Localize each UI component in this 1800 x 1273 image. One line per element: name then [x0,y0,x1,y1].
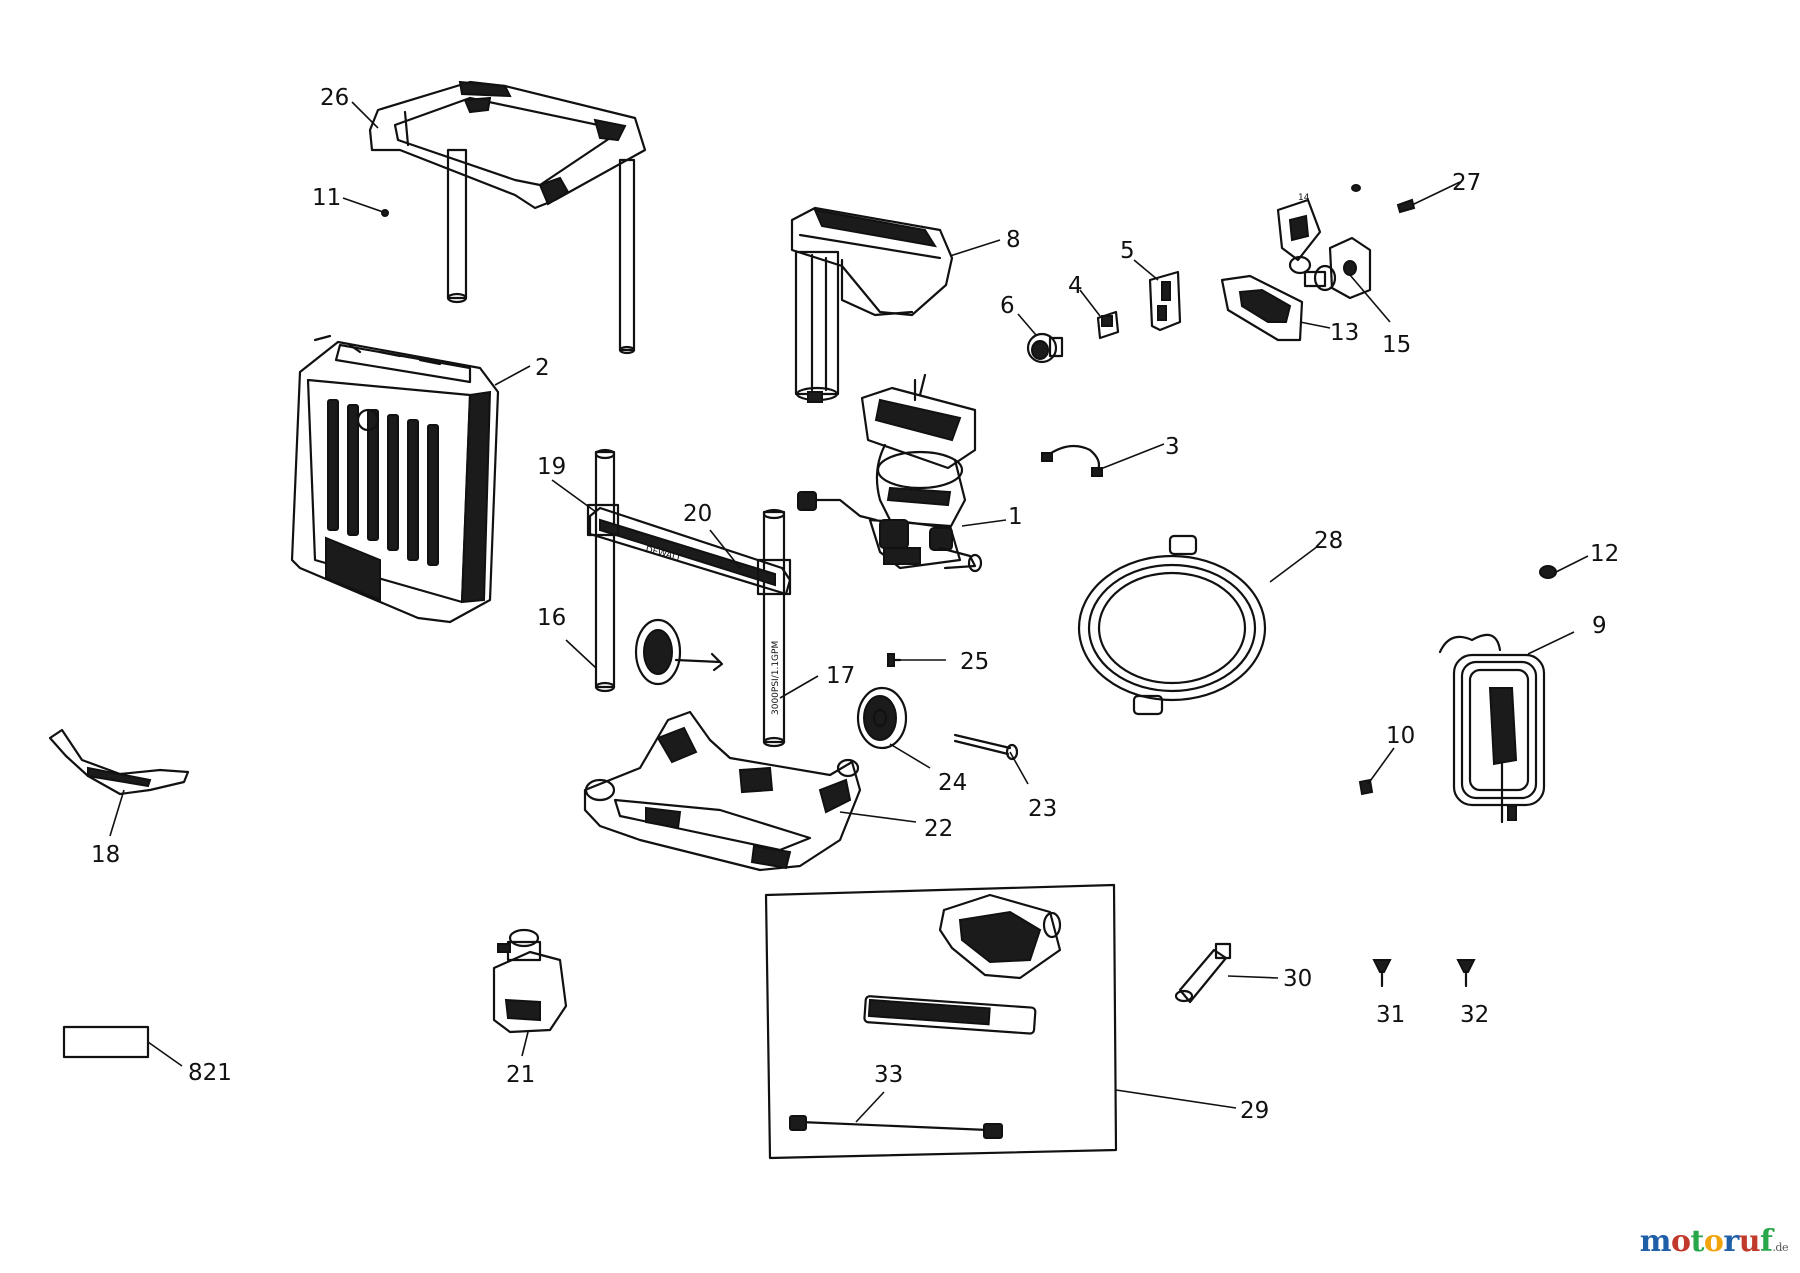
part-29-spray-gun-kit [764,883,1118,1160]
part-30-turbo-nozzle [1174,942,1232,1004]
part-32-nozzle-tip [1456,959,1476,988]
part-821-label [62,1025,150,1059]
part-31-nozzle-tip [1372,959,1392,988]
callout-4: 4 [1068,273,1083,299]
part-17-right-tube [762,508,786,748]
part-23-axle [953,733,1019,761]
part-27-pin [1396,198,1416,214]
callout-11: 11 [312,185,341,211]
callout-2: 2 [535,355,550,381]
callout-8: 8 [1006,227,1021,253]
part-8-control-box [790,206,954,403]
callout-29: 29 [1240,1098,1269,1124]
spray-gun [938,893,1062,980]
callout-1: 1 [1008,504,1023,530]
watermark-suffix: .de [1772,1241,1788,1254]
part-16-left-tube [594,448,616,693]
part-21-detergent-bottle [492,928,568,1034]
leader-lines [109,101,1589,1123]
part-1-pump-motor [797,373,983,573]
part-12-screw [1539,565,1557,579]
callout-5: 5 [1120,238,1135,264]
callout-18: 18 [91,842,120,868]
watermark-letter-r: r [1723,1224,1739,1259]
callout-20: 20 [683,501,712,527]
part-13-handle [1220,274,1304,342]
callout-17: 17 [826,663,855,689]
callout-12: 12 [1590,541,1619,567]
part-9-power-cord [1438,633,1546,824]
callout-33: 33 [874,1062,903,1088]
part-5-bracket [1148,270,1182,332]
watermark-letter-m: m [1639,1224,1672,1259]
part-18-bracket [48,728,190,796]
callout-16: 16 [537,605,566,631]
part-26-handle-frame [368,80,647,355]
watermark-letter-f: f [1760,1224,1773,1259]
part-small-screw [1351,184,1361,192]
callout-10: 10 [1386,723,1415,749]
watermark-letter-o2: o [1703,1224,1724,1259]
part-3-short-hose [1041,444,1103,477]
callout-6: 6 [1000,293,1015,319]
part-22-base-frame [583,710,862,872]
callout-27: 27 [1452,170,1481,196]
callout-21: 21 [506,1062,535,1088]
part-28-hose [1077,534,1267,716]
watermark-logo: motoruf.de [1639,1224,1789,1259]
callout-28: 28 [1314,528,1343,554]
part-wand [863,995,1037,1035]
callout-9: 9 [1592,613,1607,639]
callout-13: 13 [1330,320,1359,346]
rating-label-tube: 3000PSI/1.1GPM [771,641,781,715]
callout-numbers: 26 11 2 8 6 4 5 14 27 13 15 3 1 28 12 9 … [91,85,1619,1124]
part-left-wheel [634,618,724,686]
callout-14: 14 [1298,193,1310,203]
part-14-cap [1276,198,1322,275]
part-2-housing [290,334,500,624]
callout-24: 24 [938,770,967,796]
part-11-screw [381,209,389,217]
callout-821: 821 [188,1060,232,1086]
part-4-switch [1096,310,1120,340]
part-25-clip [886,653,902,667]
watermark-letter-t: t [1690,1224,1705,1259]
callout-15: 15 [1382,332,1411,358]
part-20-crossbar [586,503,792,596]
part-33-hose [789,1115,1003,1139]
watermark-letter-o: o [1671,1224,1691,1259]
callout-25: 25 [960,649,989,675]
callout-22: 22 [924,816,953,842]
part-24-wheel [856,686,908,750]
part-6-knob [1026,332,1064,364]
callout-3: 3 [1165,434,1180,460]
callout-30: 30 [1283,966,1312,992]
callout-32: 32 [1460,1002,1489,1028]
callout-19: 19 [537,454,566,480]
part-15-inlet [1303,236,1372,300]
callout-23: 23 [1028,796,1057,822]
watermark-letter-u: u [1738,1224,1761,1259]
callout-26: 26 [320,85,349,111]
callout-31: 31 [1376,1002,1405,1028]
